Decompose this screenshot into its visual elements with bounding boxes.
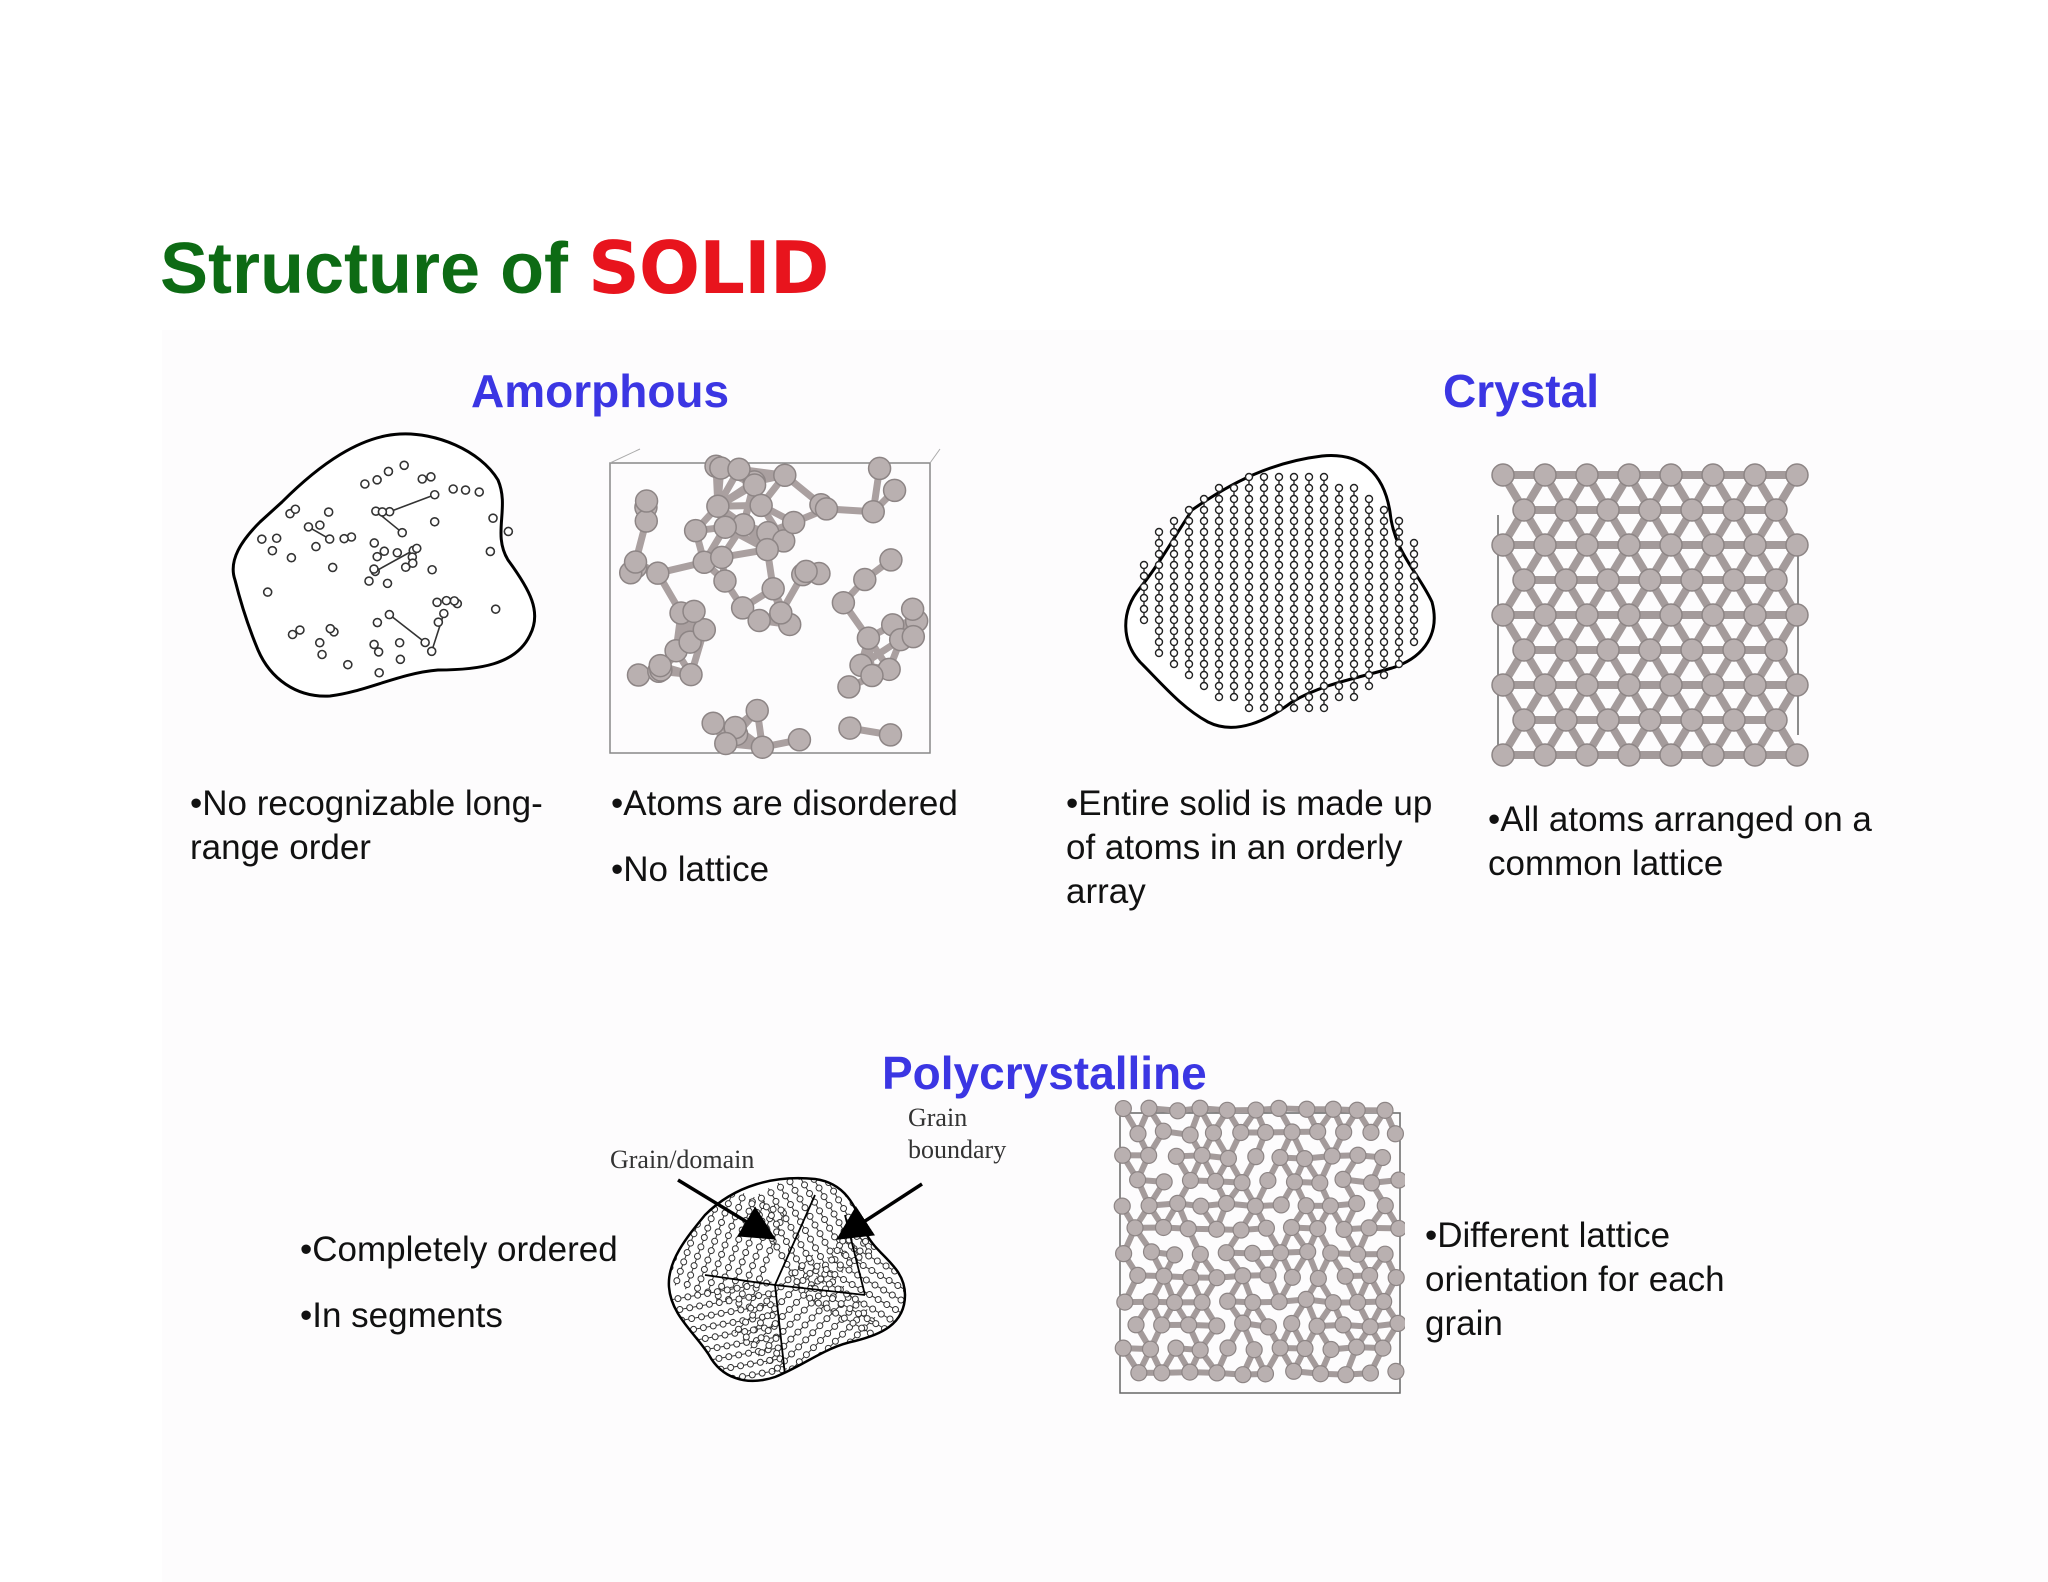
crystal-bullets-left: •Entire solid is made up of atoms in an … bbox=[1066, 782, 1466, 936]
title-part-2: SOLID bbox=[588, 226, 829, 310]
heading-crystal: Crystal bbox=[1443, 365, 1599, 417]
label-grain-boundary-line1: Grain bbox=[908, 1103, 968, 1132]
polycrystalline-bullets-right: •Different lattice orientation for each … bbox=[1425, 1214, 1765, 1368]
bullet: •In segments bbox=[300, 1296, 503, 1335]
amorphous-bullets-right: •Atoms are disordered •No lattice bbox=[611, 782, 1011, 914]
bullet: •No recognizable long-range order bbox=[190, 784, 543, 867]
heading-amorphous: Amorphous bbox=[471, 365, 730, 417]
slide-title: Structure of SOLID bbox=[160, 232, 830, 305]
amorphous-blob-diagram bbox=[230, 430, 550, 705]
polycrystalline-bullets-left: •Completely ordered •In segments bbox=[300, 1228, 680, 1360]
bullet: •Atoms are disordered bbox=[611, 784, 958, 823]
bullet: •Entire solid is made up of atoms in an … bbox=[1066, 784, 1433, 911]
amorphous-bullets-left: •No recognizable long-range order bbox=[190, 782, 570, 892]
label-grain-boundary-line2: boundary bbox=[908, 1135, 1007, 1164]
crystal-bullets-right: •All atoms arranged on a common lattice bbox=[1488, 798, 1878, 908]
bullet: •No lattice bbox=[611, 850, 770, 889]
bullet: •All atoms arranged on a common lattice bbox=[1488, 800, 1872, 883]
crystal-blob-diagram bbox=[1122, 452, 1447, 737]
polycrystalline-lattice bbox=[1110, 1095, 1405, 1400]
title-part-1: Structure of bbox=[160, 229, 589, 309]
bullet: •Completely ordered bbox=[300, 1230, 618, 1269]
amorphous-atom-network bbox=[600, 445, 945, 765]
heading-polycrystalline: Polycrystalline bbox=[882, 1047, 1207, 1099]
label-grain-boundary: Grain boundary bbox=[908, 1102, 1006, 1166]
bullet: •Different lattice orientation for each … bbox=[1425, 1216, 1725, 1343]
label-grain-domain: Grain/domain bbox=[610, 1145, 755, 1174]
crystal-lattice bbox=[1478, 455, 1828, 775]
grain-arrows bbox=[677, 1178, 923, 1240]
